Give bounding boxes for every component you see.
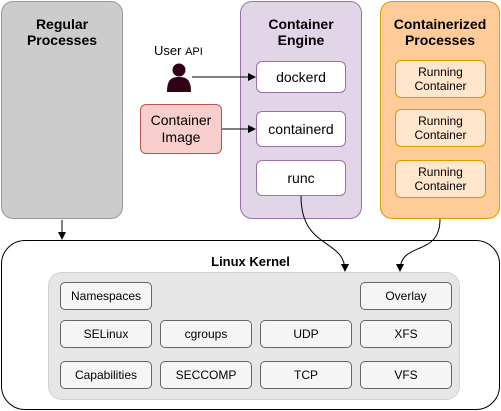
running-container-box: Running Container bbox=[395, 60, 486, 98]
tcp-box: TCP bbox=[260, 361, 352, 389]
xfs-box: XFS bbox=[360, 320, 452, 348]
cgroups-box: cgroups bbox=[160, 320, 252, 348]
container-engine-title: Container Engine bbox=[268, 16, 334, 48]
runc-box: runc bbox=[256, 160, 346, 196]
user-api-word: User bbox=[154, 43, 182, 58]
namespaces-box: Namespaces bbox=[60, 282, 152, 310]
running-container-box: Running Container bbox=[395, 160, 486, 198]
vfs-box: VFS bbox=[360, 361, 452, 389]
running-container-box: Running Container bbox=[395, 109, 486, 147]
overlay-box: Overlay bbox=[360, 282, 452, 310]
capabilities-box: Capabilities bbox=[60, 361, 152, 389]
containerized-processes-title: Containerized Processes bbox=[393, 16, 487, 48]
dockerd-box: dockerd bbox=[256, 61, 346, 93]
regular-processes-title: Regular Processes bbox=[26, 16, 98, 48]
user-api-api: API bbox=[185, 46, 203, 58]
udp-box: UDP bbox=[260, 320, 352, 348]
linux-kernel-title: Linux Kernel bbox=[211, 254, 290, 269]
containerd-box: containerd bbox=[256, 111, 346, 147]
seccomp-box: SECCOMP bbox=[160, 361, 252, 389]
user-icon bbox=[167, 63, 191, 92]
selinux-box: SELinux bbox=[60, 320, 152, 348]
container-image-box: Container Image bbox=[140, 104, 222, 154]
user-api-label: User API bbox=[154, 43, 203, 60]
regular-processes-column: Regular Processes bbox=[1, 1, 123, 219]
